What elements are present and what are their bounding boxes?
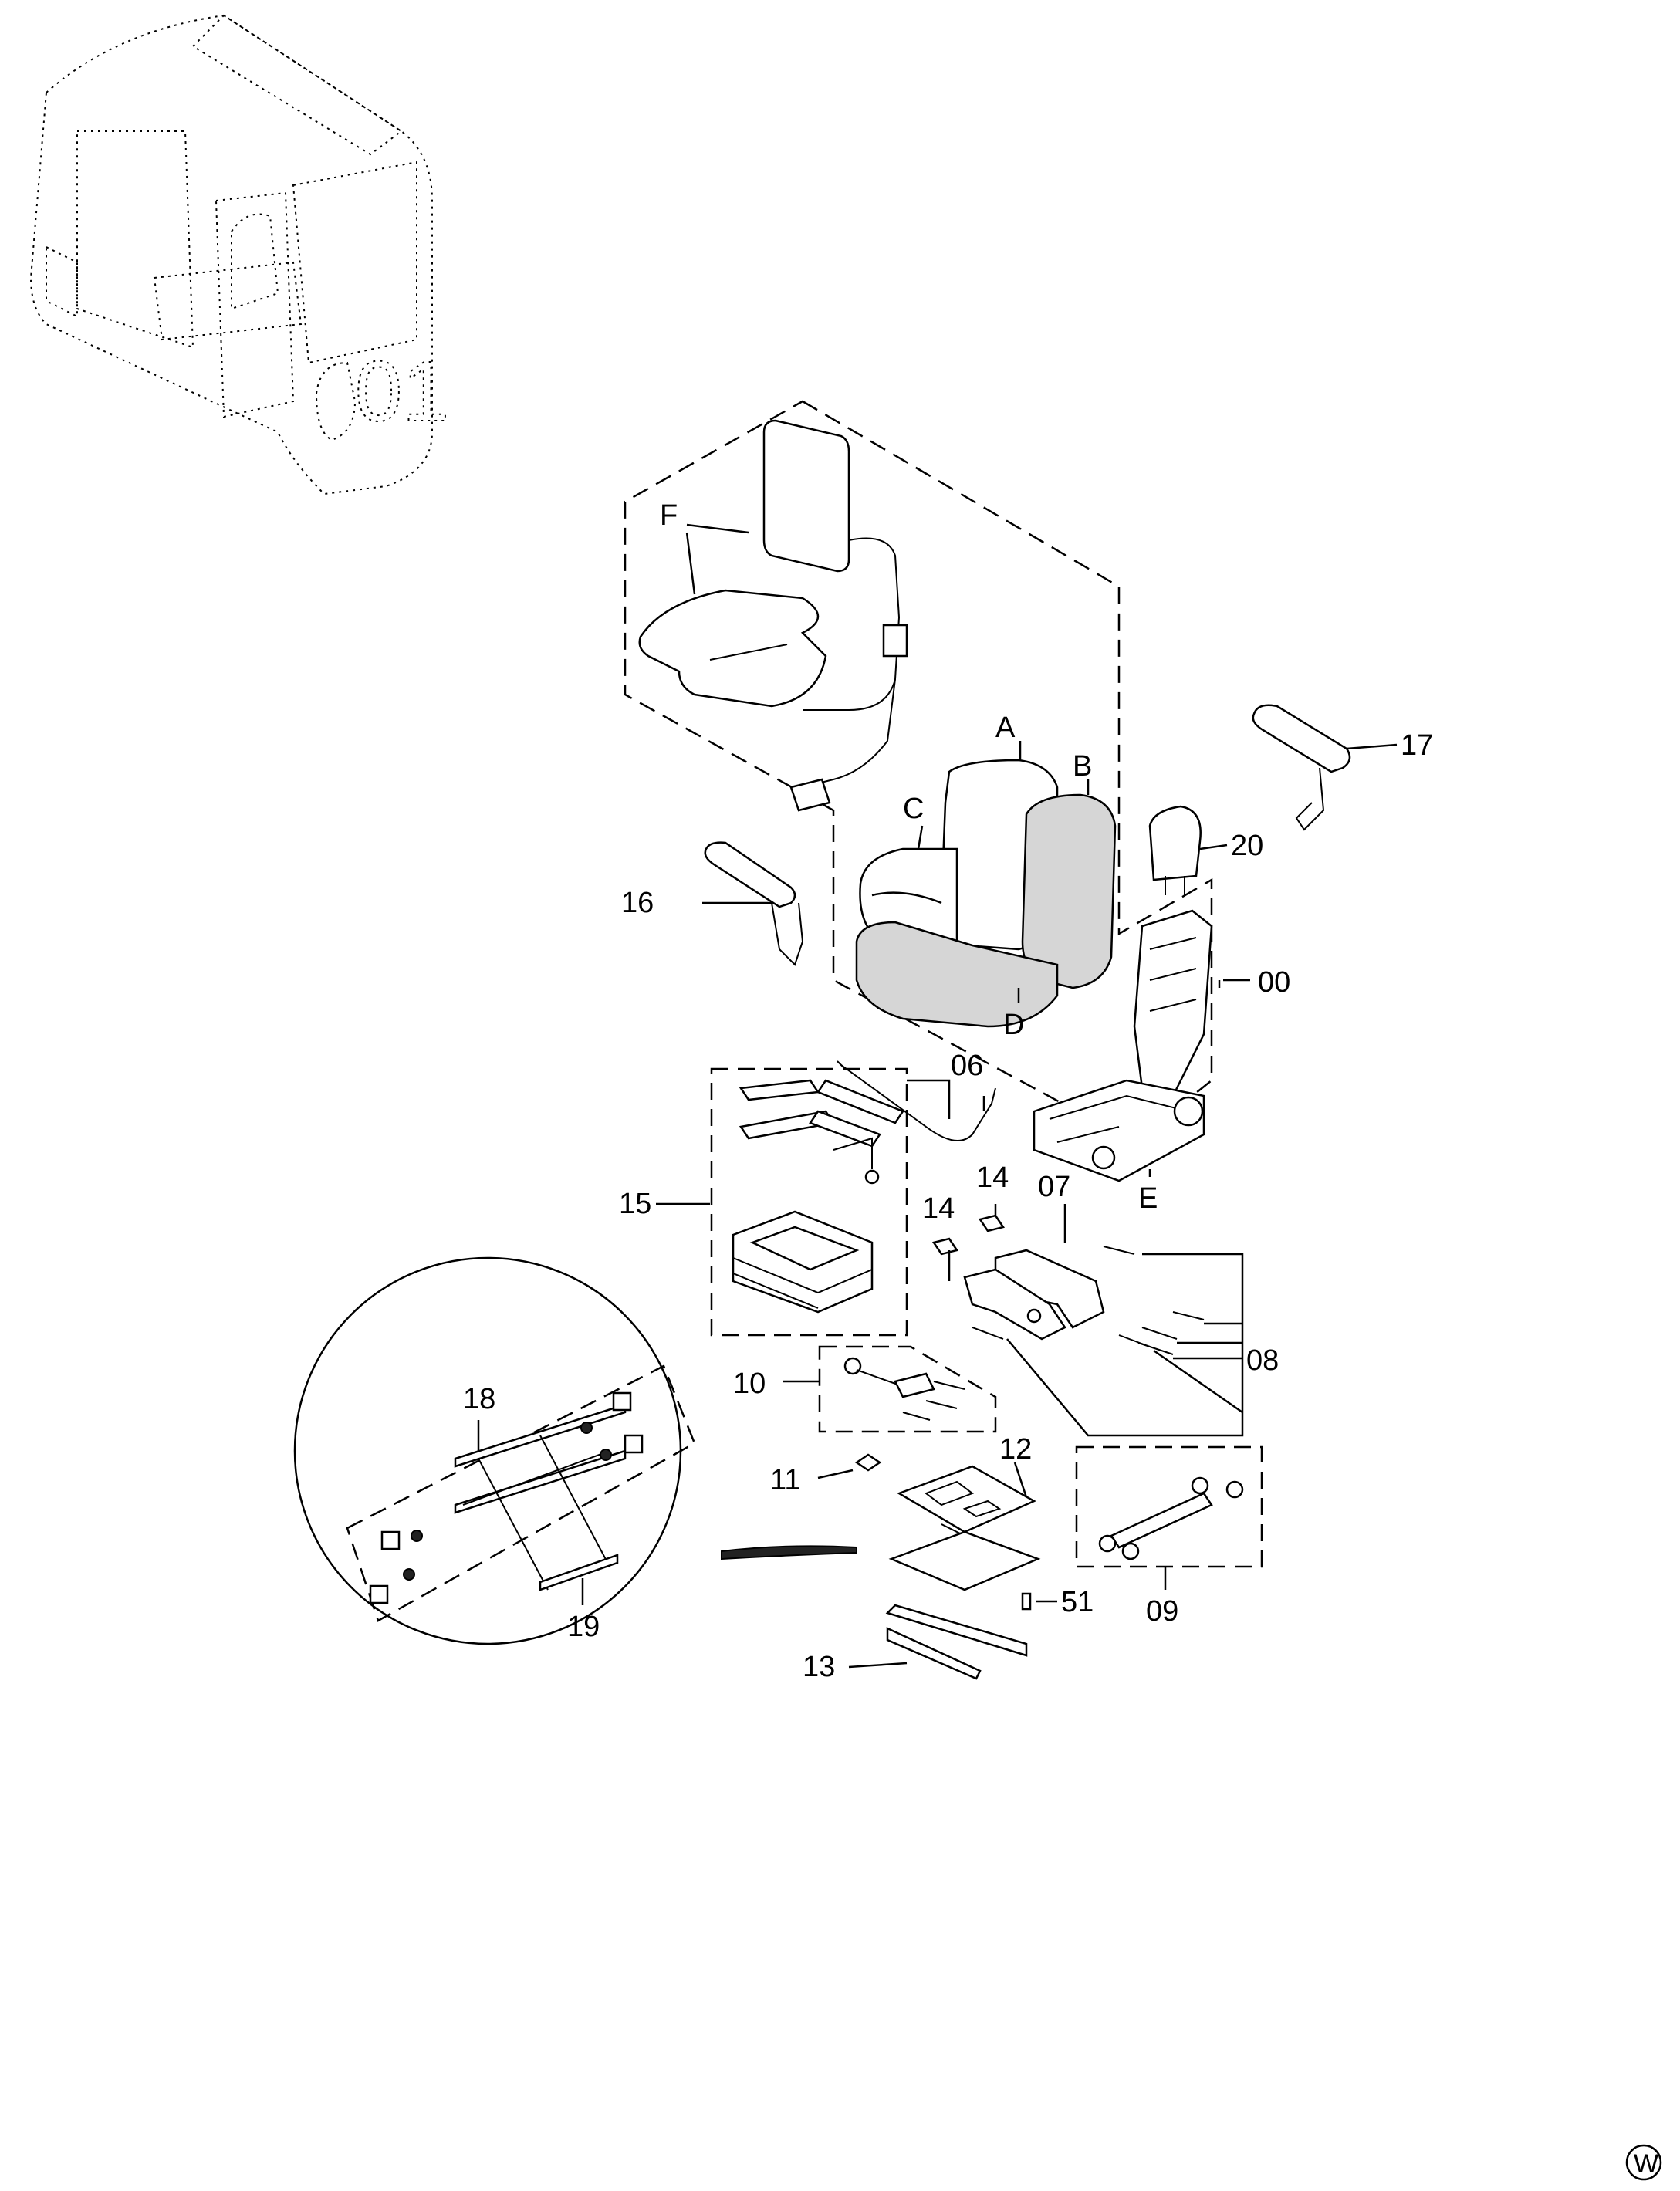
seat-cable xyxy=(840,1064,996,1141)
gas-spring-set xyxy=(1098,1476,1244,1560)
callout-F: F xyxy=(660,499,678,532)
cab-marking: 01 xyxy=(355,344,449,439)
callout-17: 17 xyxy=(1401,729,1433,762)
callout-E: E xyxy=(1138,1182,1158,1215)
group-15-boundary xyxy=(710,1067,908,1337)
callout-18: 18 xyxy=(463,1383,495,1415)
suspension-unit xyxy=(854,1453,1041,1680)
callout-08: 08 xyxy=(1246,1344,1279,1377)
leader-lines xyxy=(477,741,1398,1669)
callout-07: 07 xyxy=(1038,1171,1070,1203)
callout-B: B xyxy=(1073,750,1092,783)
corner-mark-letter: W xyxy=(1634,2149,1658,2179)
detail-view xyxy=(293,1256,696,1645)
heater-pad-set xyxy=(638,419,908,812)
callout-labels: A B C D E F 00 06 07 08 09 10 11 12 13 1… xyxy=(463,499,1433,1683)
callout-00: 00 xyxy=(1258,966,1290,999)
armrest-right xyxy=(1252,704,1351,831)
cab-overview: 01 xyxy=(29,14,450,495)
callout-15: 15 xyxy=(619,1188,651,1220)
spring-set xyxy=(972,1246,1244,1437)
callout-14-left: 14 xyxy=(922,1192,955,1225)
callout-51: 51 xyxy=(1061,1586,1094,1618)
callout-10: 10 xyxy=(733,1368,766,1400)
callout-20: 20 xyxy=(1231,830,1263,862)
callout-11: 11 xyxy=(770,1464,800,1496)
armrest-left xyxy=(704,841,804,966)
callout-A: A xyxy=(995,712,1016,744)
callout-19: 19 xyxy=(567,1611,600,1643)
callout-14-right: 14 xyxy=(976,1161,1009,1194)
callout-12: 12 xyxy=(999,1433,1032,1466)
callout-09: 09 xyxy=(1146,1595,1178,1628)
callout-13: 13 xyxy=(803,1651,835,1683)
callout-16: 16 xyxy=(621,887,654,919)
bracket-assembly xyxy=(931,1214,1105,1341)
seat-assembly xyxy=(855,759,1117,1028)
seat-frame xyxy=(1033,805,1213,1182)
detail-connector xyxy=(721,1545,857,1560)
group-09-boundary xyxy=(1075,1445,1263,1568)
group-seat-boundary xyxy=(624,400,1213,1144)
corner-mark: W xyxy=(1625,2144,1662,2181)
slide-rail-set xyxy=(732,1079,904,1314)
pin-set xyxy=(843,1357,965,1421)
callout-06: 06 xyxy=(951,1050,983,1082)
callout-C: C xyxy=(903,793,924,825)
callout-D: D xyxy=(1003,1009,1024,1041)
